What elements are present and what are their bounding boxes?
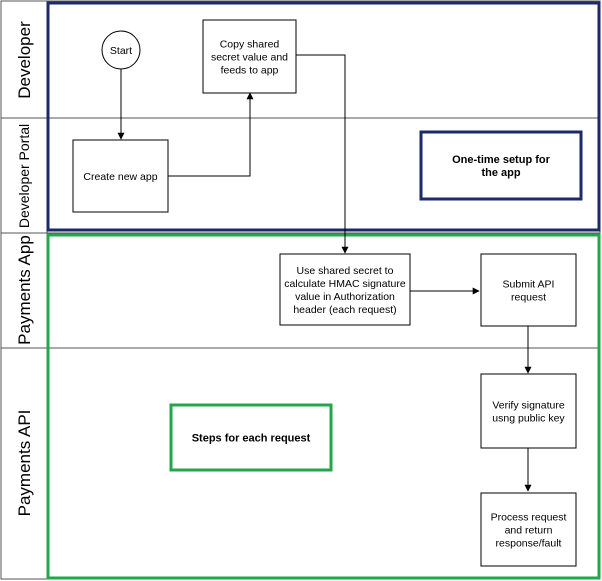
lane-label-developer-portal: Developer Portal bbox=[16, 124, 32, 228]
box-text-line: Use shared secret to bbox=[297, 265, 394, 277]
box-text-line: usng public key bbox=[492, 413, 565, 425]
svg-text:Steps for each request: Steps for each request bbox=[192, 433, 311, 445]
box-text-line: and return bbox=[505, 525, 553, 537]
start-node: Start bbox=[101, 30, 141, 70]
box-text-line: Submit API bbox=[503, 279, 555, 291]
box-text-line: header (each request) bbox=[293, 304, 396, 316]
connector-create-to-copy bbox=[168, 92, 254, 177]
box-text-line: response/fault bbox=[496, 538, 562, 550]
box-text-line: Create new app bbox=[83, 171, 157, 183]
connector-copy-to-hmac bbox=[296, 54, 349, 254]
request-group-border bbox=[46, 233, 601, 580]
create-app-box: Create new app bbox=[72, 139, 169, 213]
box-text-line: calculate HMAC signature bbox=[284, 278, 406, 290]
box-text-line: One-time setup for bbox=[452, 154, 551, 166]
box-text-line: feeds to app bbox=[221, 65, 279, 77]
start-label: Start bbox=[110, 45, 132, 57]
lane-label-developer: Developer bbox=[15, 21, 34, 99]
box-text-line: the app bbox=[481, 167, 520, 179]
box-text-line: Process request bbox=[491, 512, 567, 524]
each-request-note: Steps for each request bbox=[169, 403, 333, 472]
box-text-line: value in Authorization bbox=[295, 291, 395, 303]
box-text-line: Steps for each request bbox=[192, 433, 311, 445]
lane-label-payments-app: Payments App bbox=[15, 235, 34, 345]
box-text-line: Verify signature bbox=[492, 400, 565, 412]
box-text-line: secret value and bbox=[211, 52, 288, 64]
box-text-line: request bbox=[511, 292, 546, 304]
svg-text:Create new app: Create new app bbox=[83, 171, 157, 183]
box-text-line: Copy shared bbox=[220, 39, 280, 51]
lane-label-payments-api: Payments API bbox=[15, 410, 34, 517]
setup-group-border bbox=[46, 1, 601, 232]
